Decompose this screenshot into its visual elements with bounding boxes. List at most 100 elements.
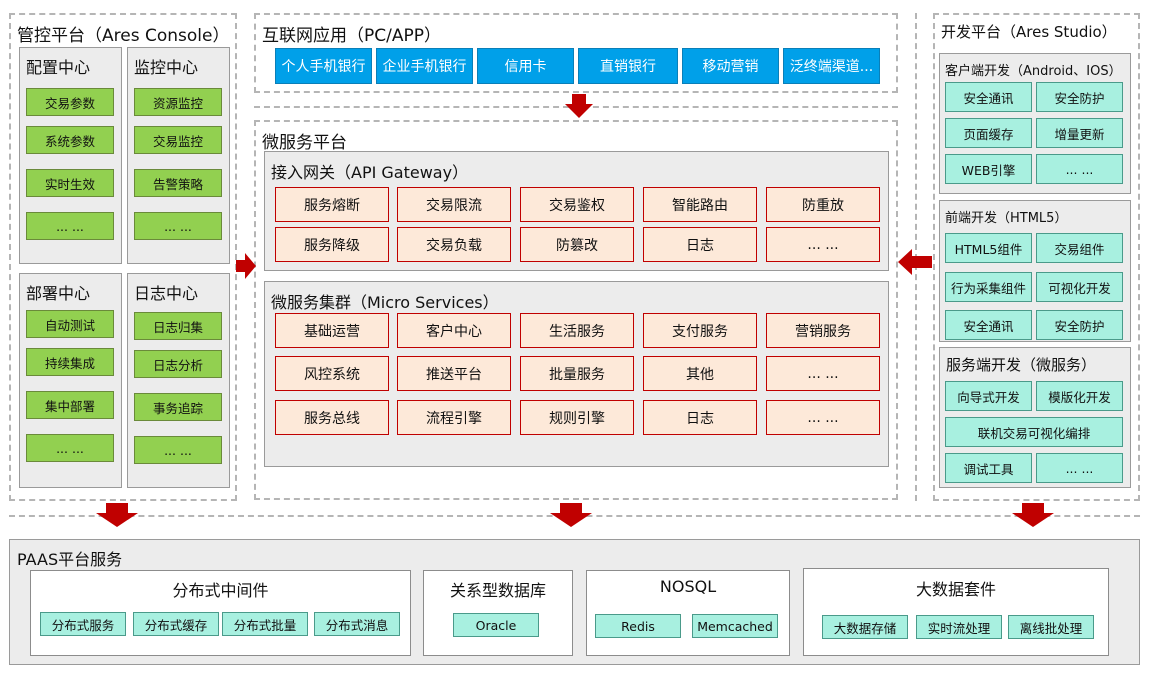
- cluster-item[interactable]: 支付服务: [643, 313, 757, 348]
- middleware-title: 分布式中间件: [172, 581, 269, 600]
- arrow-down-icon: [565, 94, 593, 118]
- cluster-item[interactable]: 流程引擎: [397, 400, 511, 435]
- middleware-item[interactable]: 分布式缓存: [133, 612, 219, 636]
- deploy-center-title: 部署中心: [26, 284, 91, 303]
- middleware-item[interactable]: 分布式服务: [40, 612, 126, 636]
- cluster-item[interactable]: ... ...: [766, 356, 880, 391]
- bigdata-item[interactable]: 实时流处理: [916, 615, 1002, 639]
- client-item[interactable]: ... ...: [1036, 154, 1123, 184]
- nosql-item[interactable]: Redis: [595, 614, 681, 638]
- channel-button[interactable]: 直销银行: [578, 48, 678, 84]
- gateway-item[interactable]: 交易鉴权: [520, 187, 634, 222]
- arrow-down-icon: [550, 503, 592, 527]
- client-item[interactable]: 页面缓存: [945, 118, 1032, 148]
- cluster-item[interactable]: 风控系统: [275, 356, 389, 391]
- console-title: 管控平台（Ares Console）: [17, 26, 230, 46]
- nosql-title: NOSQL: [659, 577, 717, 596]
- client-dev-title: 客户端开发（Android、IOS）: [945, 64, 1122, 79]
- studio-section: 开发平台（Ares Studio）: [933, 13, 1140, 501]
- gateway-item[interactable]: ... ...: [766, 227, 880, 262]
- monitor-item[interactable]: 告警策略: [134, 169, 222, 197]
- frontend-item[interactable]: 安全通讯: [945, 310, 1032, 340]
- log-item[interactable]: 日志分析: [134, 350, 222, 378]
- config-item[interactable]: 交易参数: [26, 88, 114, 116]
- micro-service-title: 微服务平台: [262, 133, 347, 153]
- console-section: 管控平台（Ares Console）: [9, 13, 237, 501]
- deploy-item[interactable]: 集中部署: [26, 391, 114, 419]
- cluster-item[interactable]: 基础运营: [275, 313, 389, 348]
- server-item[interactable]: 向导式开发: [945, 381, 1032, 411]
- bigdata-item[interactable]: 大数据存储: [822, 615, 908, 639]
- arrow-right-icon: [236, 253, 256, 279]
- log-item[interactable]: 日志归集: [134, 312, 222, 340]
- bigdata-item[interactable]: 离线批处理: [1008, 615, 1094, 639]
- channel-button[interactable]: 信用卡: [477, 48, 574, 84]
- channel-button[interactable]: 企业手机银行: [376, 48, 473, 84]
- frontend-item[interactable]: 交易组件: [1036, 233, 1123, 263]
- client-item[interactable]: WEB引擎: [945, 154, 1032, 184]
- config-item[interactable]: ... ...: [26, 212, 114, 240]
- arrow-down-icon: [1012, 503, 1054, 527]
- frontend-item[interactable]: 可视化开发: [1036, 272, 1123, 302]
- channel-button[interactable]: 移动营销: [682, 48, 779, 84]
- channel-button[interactable]: 泛终端渠道...: [783, 48, 880, 84]
- gateway-item[interactable]: 智能路由: [643, 187, 757, 222]
- monitor-item[interactable]: 资源监控: [134, 88, 222, 116]
- micro-cluster-title: 微服务集群（Micro Services）: [271, 293, 499, 312]
- deploy-item[interactable]: ... ...: [26, 434, 114, 462]
- frontend-item[interactable]: 安全防护: [1036, 310, 1123, 340]
- paas-title: PAAS平台服务: [17, 550, 123, 569]
- gateway-item[interactable]: 服务熔断: [275, 187, 389, 222]
- frontend-item[interactable]: 行为采集组件: [945, 272, 1032, 302]
- cluster-item[interactable]: 批量服务: [520, 356, 634, 391]
- deploy-item[interactable]: 自动测试: [26, 310, 114, 338]
- gateway-item[interactable]: 日志: [643, 227, 757, 262]
- monitor-item[interactable]: ... ...: [134, 212, 222, 240]
- server-item[interactable]: ... ...: [1036, 453, 1123, 483]
- cluster-item[interactable]: 日志: [643, 400, 757, 435]
- cluster-item[interactable]: ... ...: [766, 400, 880, 435]
- frontend-item[interactable]: HTML5组件: [945, 233, 1032, 263]
- server-dev-title: 服务端开发（微服务）: [946, 356, 1097, 374]
- server-item[interactable]: 模版化开发: [1036, 381, 1123, 411]
- gateway-item[interactable]: 交易限流: [397, 187, 511, 222]
- client-item[interactable]: 安全通讯: [945, 82, 1032, 112]
- studio-title: 开发平台（Ares Studio）: [941, 23, 1117, 41]
- config-item[interactable]: 系统参数: [26, 126, 114, 154]
- log-item[interactable]: 事务追踪: [134, 393, 222, 421]
- cluster-item[interactable]: 营销服务: [766, 313, 880, 348]
- server-item[interactable]: 调试工具: [945, 453, 1032, 483]
- client-item[interactable]: 增量更新: [1036, 118, 1123, 148]
- rdb-title: 关系型数据库: [449, 581, 546, 600]
- bigdata-title: 大数据套件: [915, 580, 996, 599]
- cluster-item[interactable]: 生活服务: [520, 313, 634, 348]
- arrow-left-icon: [898, 249, 932, 275]
- middleware-item[interactable]: 分布式消息: [314, 612, 400, 636]
- monitor-item[interactable]: 交易监控: [134, 126, 222, 154]
- nosql-panel: NOSQL: [586, 570, 790, 656]
- bigdata-panel: 大数据套件: [803, 568, 1109, 656]
- rdb-item[interactable]: Oracle: [453, 613, 539, 637]
- client-item[interactable]: 安全防护: [1036, 82, 1123, 112]
- cluster-item[interactable]: 推送平台: [397, 356, 511, 391]
- frontend-dev-title: 前端开发（HTML5）: [945, 211, 1068, 226]
- gateway-item[interactable]: 防篡改: [520, 227, 634, 262]
- server-item[interactable]: 联机交易可视化编排: [945, 417, 1123, 447]
- gateway-item[interactable]: 交易负载: [397, 227, 511, 262]
- gateway-item[interactable]: 防重放: [766, 187, 880, 222]
- micro-service-section: 微服务平台: [254, 120, 898, 500]
- nosql-item[interactable]: Memcached: [692, 614, 778, 638]
- log-center-title: 日志中心: [134, 284, 199, 303]
- arrow-down-icon: [96, 503, 138, 527]
- gateway-item[interactable]: 服务降级: [275, 227, 389, 262]
- cluster-item[interactable]: 服务总线: [275, 400, 389, 435]
- middleware-item[interactable]: 分布式批量: [222, 612, 308, 636]
- config-item[interactable]: 实时生效: [26, 169, 114, 197]
- cluster-item[interactable]: 规则引擎: [520, 400, 634, 435]
- api-gateway-title: 接入网关（API Gateway）: [271, 163, 469, 182]
- channel-button[interactable]: 个人手机银行: [275, 48, 372, 84]
- log-item[interactable]: ... ...: [134, 436, 222, 464]
- deploy-item[interactable]: 持续集成: [26, 348, 114, 376]
- cluster-item[interactable]: 其他: [643, 356, 757, 391]
- cluster-item[interactable]: 客户中心: [397, 313, 511, 348]
